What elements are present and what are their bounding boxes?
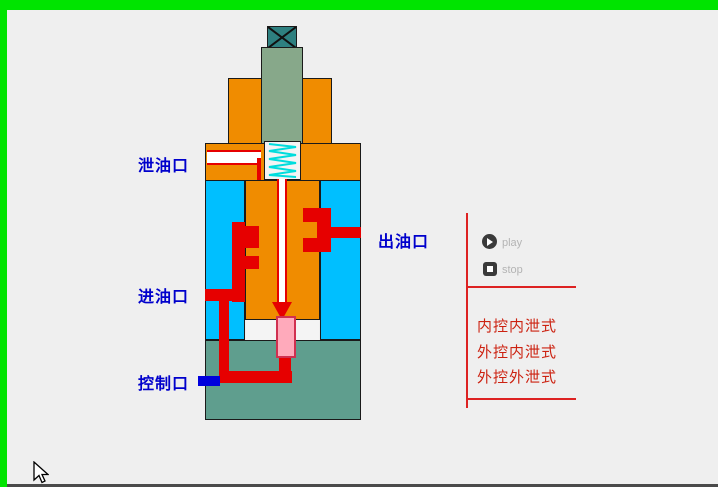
frame-left-border [0,0,7,487]
pilot-piston [276,316,296,358]
pilot-channel [277,179,287,304]
play-icon [487,238,493,246]
panel-vertical-line [466,213,468,408]
mode-option-internal-control-internal-drain[interactable]: 内控内泄式 [477,319,558,335]
piston-stem [279,352,291,376]
adjustment-screw-icon [267,26,297,49]
panel-horizontal-line [466,286,576,288]
bonnet-left [228,78,262,145]
control-port-marker [198,376,220,386]
bonnet-right [302,78,332,145]
stop-button-label: stop [502,264,523,276]
fluid-passage [317,208,331,252]
spring-icon [264,141,301,180]
drain-port-label: 泄油口 [138,158,190,175]
mode-option-external-control-internal-drain[interactable]: 外控内泄式 [477,345,558,361]
panel-horizontal-line [466,398,576,400]
outlet-passage [331,227,361,238]
inlet-passage [205,289,245,301]
inlet-port-label: 进油口 [138,289,190,306]
drain-passage [257,158,261,182]
control-pipe [219,299,229,379]
play-button[interactable] [482,234,497,249]
valve-stem [261,47,303,146]
fluid-passage [244,256,259,269]
fluid-passage [303,208,319,222]
fluid-passage [232,222,245,302]
pilot-cone [272,302,292,320]
mode-option-external-control-external-drain[interactable]: 外控外泄式 [477,370,558,386]
mouse-cursor-icon [33,461,49,485]
frame-bottom-border [7,484,718,487]
control-port-label: 控制口 [138,376,190,393]
fluid-passage [303,238,319,252]
stop-icon [487,266,493,272]
control-pipe [219,371,292,383]
body-right [320,180,361,340]
stop-button[interactable] [483,262,497,276]
drain-channel [207,150,261,165]
frame-top-border [0,0,718,10]
outlet-port-label: 出油口 [378,234,430,251]
play-button-label: play [502,237,523,249]
